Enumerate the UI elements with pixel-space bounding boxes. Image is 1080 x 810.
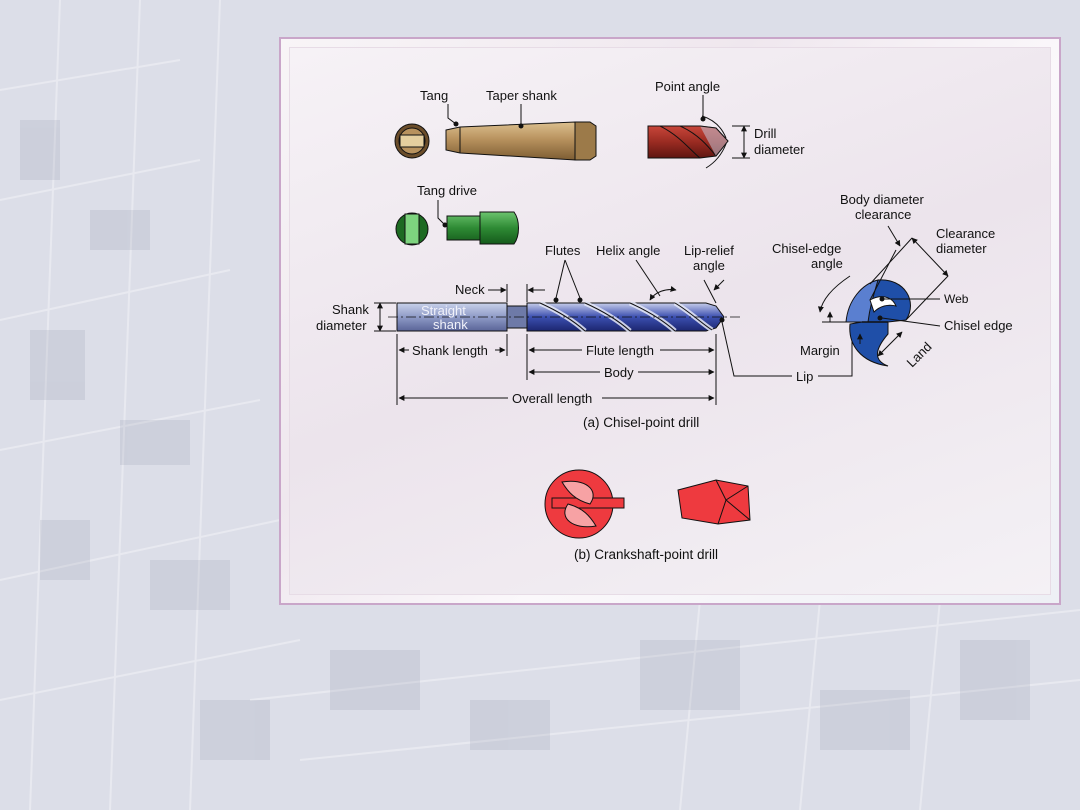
helix-angle-arc [649, 286, 677, 301]
tang-drive-end-view [395, 212, 429, 246]
crankshaft-end-view [544, 469, 625, 539]
label-margin: Margin [800, 343, 840, 358]
label-drill-diameter-2: diameter [754, 142, 805, 157]
body-clearance-arrow [887, 225, 901, 247]
taper-shank-end-view [394, 123, 430, 159]
label-body: Body [604, 365, 634, 380]
leader-dot [442, 222, 448, 228]
label-chisel-edge-angle-2: angle [811, 256, 843, 271]
lip-relief-line [703, 279, 717, 304]
leader-dot [877, 315, 883, 321]
leader-dot [453, 121, 459, 127]
label-drill-diameter-1: Drill [754, 126, 776, 141]
taper-shank-drill [445, 121, 597, 161]
label-shank-diameter-1: Shank [332, 302, 369, 317]
chisel-angle-arc [817, 275, 851, 313]
leader-dot [518, 123, 524, 129]
label-lip-relief-angle-2: angle [693, 258, 725, 273]
straight-shank-drill [388, 300, 740, 333]
label-chisel-edge-angle-1: Chisel-edge [772, 241, 841, 256]
label-straight-shank-2: shank [433, 317, 468, 332]
label-neck: Neck [455, 282, 485, 297]
label-flute-length: Flute length [586, 343, 654, 358]
leader-tang [447, 104, 457, 125]
drill-point-red [647, 125, 729, 159]
leader-dot [719, 317, 725, 323]
caption-crankshaft-point: (b) Crankshaft-point drill [574, 547, 718, 562]
label-taper-shank: Taper shank [486, 88, 557, 103]
tang-drive-side [446, 211, 519, 245]
lip-relief-arrow [713, 279, 725, 291]
leader-flutes [555, 259, 581, 299]
leader-dot [553, 297, 559, 303]
helix-line [635, 259, 661, 297]
label-shank-length: Shank length [412, 343, 488, 358]
label-tang-drive: Tang drive [417, 183, 477, 198]
leader-dot [700, 116, 706, 122]
leader-dot [577, 297, 583, 303]
label-clearance-diameter-1: Clearance [936, 226, 995, 241]
label-overall-length: Overall length [512, 391, 592, 406]
leader-chisel-edge [881, 317, 941, 327]
leader-tang-drive [437, 200, 446, 226]
chisel-angle-line [869, 249, 897, 301]
label-chisel-edge: Chisel edge [944, 318, 1013, 333]
caption-chisel-point: (a) Chisel-point drill [583, 415, 699, 430]
label-flutes: Flutes [545, 243, 581, 258]
point-angle-arc [705, 143, 727, 169]
land-dim [877, 331, 903, 357]
label-shank-diameter-2: diameter [316, 318, 367, 333]
leader-dot [879, 296, 885, 302]
label-land: Land [904, 339, 935, 370]
label-body-diameter-clearance-1: Body diameter [840, 192, 924, 207]
label-body-diameter-clearance-2: clearance [855, 207, 911, 222]
leader-lip [721, 321, 792, 377]
label-clearance-diameter-2: diameter [936, 241, 987, 256]
label-helix-angle: Helix angle [596, 243, 660, 258]
label-lip: Lip [796, 369, 813, 384]
point-angle-arc [701, 115, 727, 139]
label-straight-shank-1: Straight [421, 303, 466, 318]
label-tang: Tang [420, 88, 448, 103]
label-web: Web [944, 292, 969, 306]
chisel-end-view [845, 279, 911, 367]
crankshaft-side-view [677, 479, 751, 525]
dim-ext [905, 275, 949, 321]
clearance-diameter-dim [911, 237, 949, 277]
label-lip-relief-angle-1: Lip-relief [684, 243, 734, 258]
label-point-angle: Point angle [655, 79, 720, 94]
dim-ext [869, 237, 913, 285]
